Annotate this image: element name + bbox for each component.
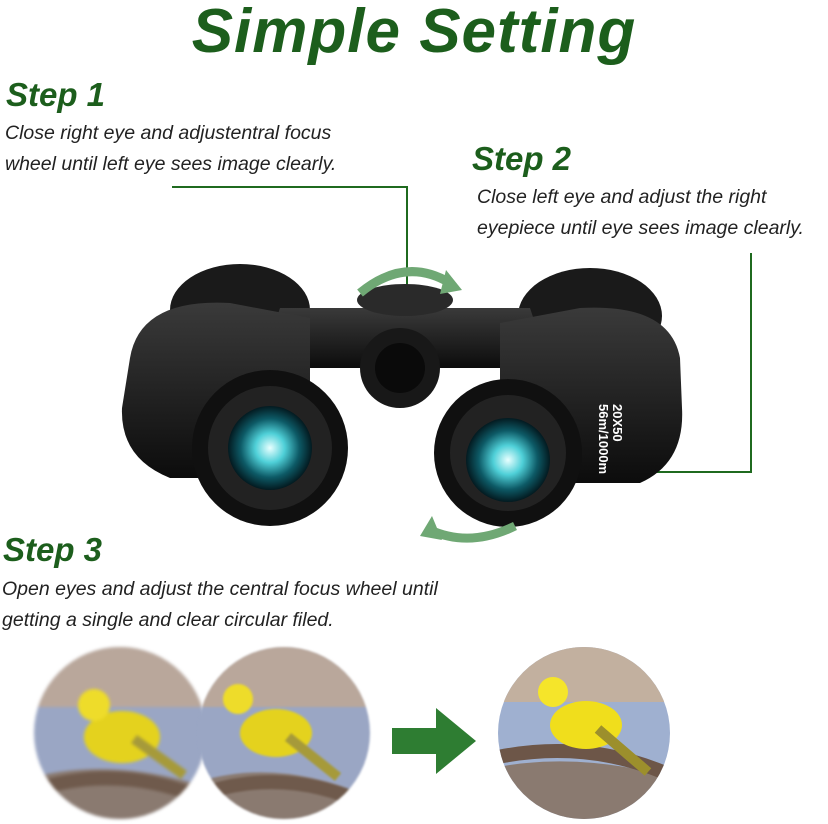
step-2-heading: Step 2 [472, 140, 572, 177]
blurry-bird-view-right [198, 647, 370, 819]
step-3-text-line-2: getting a single and clear circular file… [2, 609, 334, 631]
step-1-text-line-2: wheel until left eye sees image clearly. [5, 153, 337, 175]
step-1-leader-horizontal [172, 186, 408, 188]
binoculars-image [121, 264, 683, 543]
step-3-text-line-1: Open eyes and adjust the central focus w… [2, 578, 438, 600]
step-1-heading: Step 1 [6, 76, 106, 113]
step-3-heading: Step 3 [3, 531, 103, 568]
step-2-text-line-2: eyepiece until eye sees image clearly. [477, 217, 804, 239]
model-spec-line-1: 20X50 [610, 404, 625, 442]
blurry-bird-view-left [34, 647, 206, 819]
page-title: Simple Setting [191, 0, 637, 66]
clear-bird-view [498, 647, 670, 819]
step-1-text-line-1: Close right eye and adjustentral focus [5, 122, 332, 144]
model-spec-line-2: 56m/1000m [596, 404, 611, 475]
step-2-text-line-1: Close left eye and adjust the right [477, 186, 767, 208]
arrow-right-icon [392, 708, 476, 774]
step-2-text: Close left eye and adjust the right eyep… [477, 182, 828, 244]
step-1-text: Close right eye and adjustentral focus w… [5, 118, 425, 180]
model-spec-label: 20X50 56m/1000m [596, 404, 625, 475]
step-1-leader-vertical [406, 186, 408, 310]
step-3-text: Open eyes and adjust the central focus w… [2, 574, 562, 636]
step-2-leader-vertical [750, 253, 752, 473]
